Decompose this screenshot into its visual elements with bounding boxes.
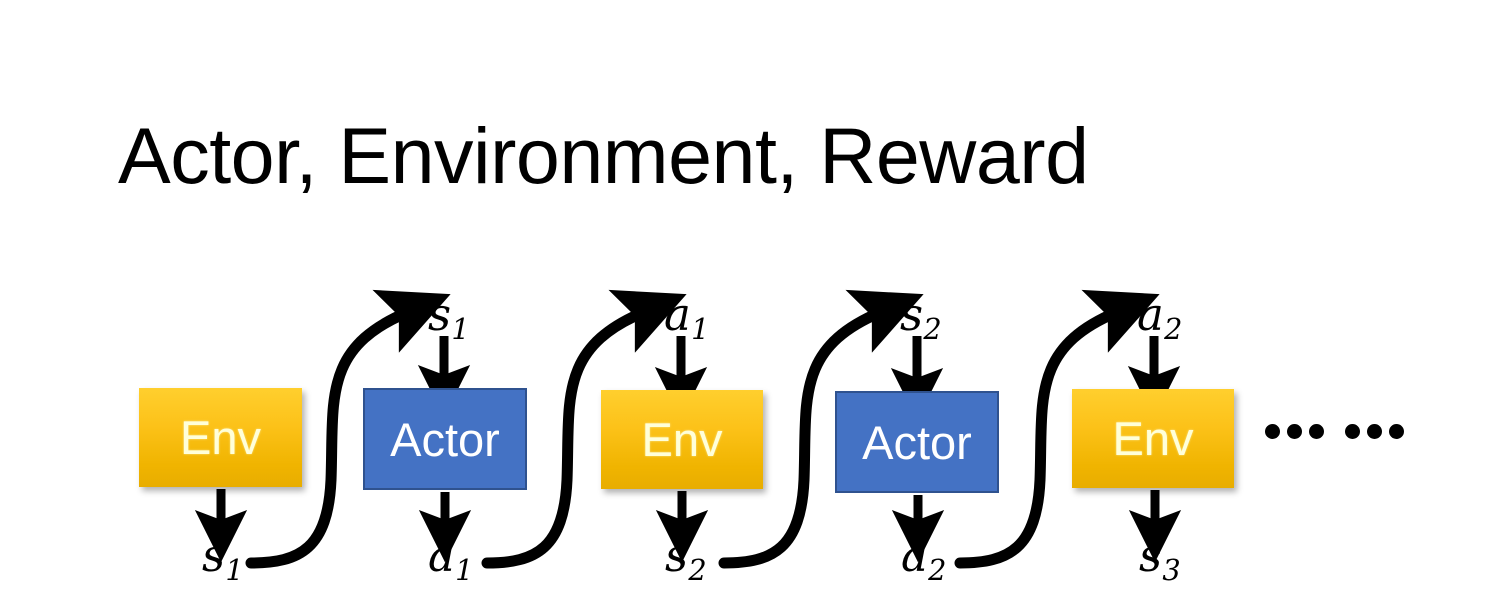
- node-env-3[interactable]: Env: [1072, 389, 1234, 488]
- symbol-sub: 2: [1164, 311, 1183, 346]
- symbol-sub: 1: [225, 552, 244, 587]
- symbol-sub: 2: [688, 552, 707, 587]
- ellipsis-dot: [1367, 424, 1382, 439]
- symbol-sub: 3: [1162, 552, 1181, 587]
- ellipsis-icon: [1265, 424, 1404, 439]
- symbol-sub: 1: [455, 552, 474, 587]
- ellipsis-dot: [1389, 424, 1404, 439]
- symbol-base: s: [202, 529, 226, 582]
- label-state-s1-top: s1: [428, 292, 470, 343]
- node-label: Env: [180, 411, 261, 464]
- ellipsis-dot: [1287, 424, 1302, 439]
- symbol-sub: 2: [923, 311, 942, 346]
- node-label: Env: [641, 413, 723, 466]
- ellipsis-dot: [1309, 424, 1324, 439]
- symbol-sub: 1: [451, 311, 470, 346]
- label-state-s3-bottom: s3: [1139, 533, 1181, 584]
- down-arrows-into-boxes: [417, 336, 1181, 421]
- symbol-base: a: [901, 529, 928, 582]
- symbol-sub: 1: [691, 311, 710, 346]
- label-action-a1-top: a1: [664, 292, 709, 343]
- symbol-base: a: [1137, 288, 1164, 341]
- node-env-2[interactable]: Env: [601, 390, 763, 489]
- symbol-base: a: [428, 529, 455, 582]
- symbol-base: a: [664, 288, 691, 341]
- ellipsis-gap: [1331, 431, 1338, 432]
- label-state-s2-bottom: s2: [665, 533, 707, 584]
- node-env-1[interactable]: Env: [139, 388, 302, 487]
- symbol-base: s: [1139, 529, 1163, 582]
- label-state-s1-bottom: s1: [202, 533, 244, 584]
- label-action-a2-bottom: a2: [901, 533, 946, 584]
- symbol-base: s: [900, 288, 924, 341]
- node-label: Actor: [390, 412, 500, 466]
- symbol-base: s: [428, 288, 452, 341]
- down-arrows-out-of-boxes: [194, 489, 1182, 563]
- node-actor-1[interactable]: Actor: [363, 388, 527, 490]
- node-label: Env: [1112, 412, 1194, 465]
- symbol-base: s: [665, 529, 689, 582]
- node-label: Actor: [862, 415, 972, 469]
- symbol-sub: 2: [928, 552, 947, 587]
- page-title: Actor, Environment, Reward: [118, 111, 1089, 200]
- label-state-s2-top: s2: [900, 292, 942, 343]
- node-actor-2[interactable]: Actor: [835, 391, 999, 493]
- ellipsis-dot: [1345, 424, 1360, 439]
- label-action-a2-top: a2: [1137, 292, 1182, 343]
- ellipsis-dot: [1265, 424, 1280, 439]
- label-action-a1-bottom: a1: [428, 533, 473, 584]
